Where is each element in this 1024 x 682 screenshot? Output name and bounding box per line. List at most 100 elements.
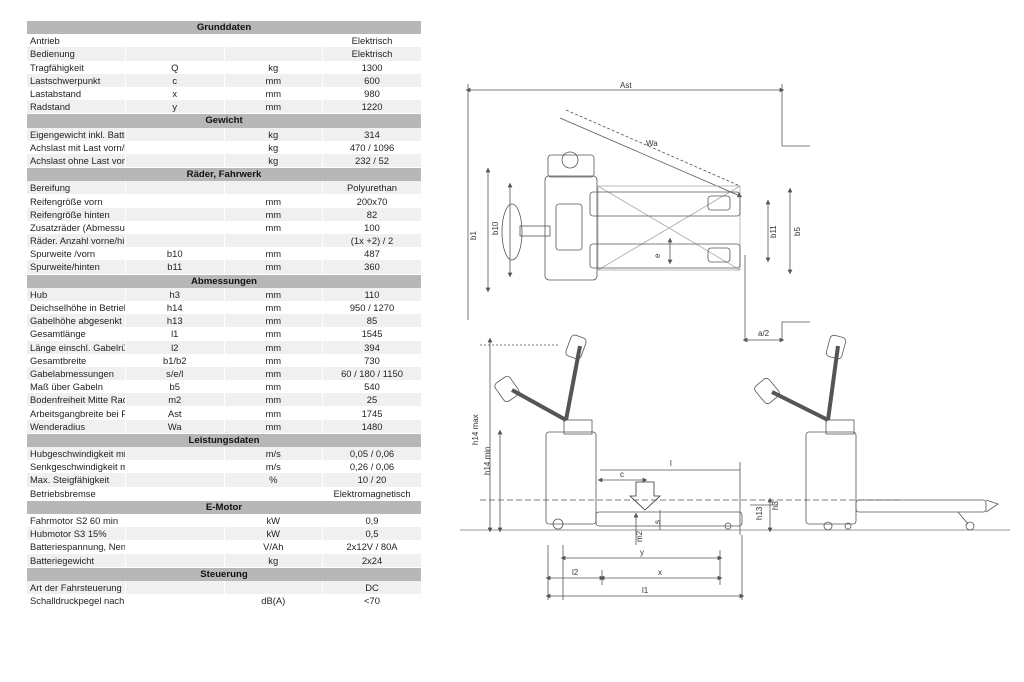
row-unit: mm — [224, 220, 323, 234]
section-title: Leistungsdaten — [27, 432, 421, 447]
row-label: Spurweite /vorn — [27, 247, 126, 261]
row-unit — [224, 34, 323, 48]
row-symbol — [125, 220, 225, 234]
row-value: 1545 — [322, 327, 421, 341]
row-label: Radstand — [27, 100, 126, 114]
row-symbol: b11 — [125, 260, 225, 275]
row-symbol — [125, 47, 225, 61]
row-symbol: s/e/l — [125, 366, 225, 381]
row-symbol — [125, 594, 225, 608]
row-label: Bereifung — [27, 181, 126, 195]
row-value: 200x70 — [322, 194, 421, 208]
label-s: s — [653, 520, 662, 524]
row-symbol: h13 — [125, 314, 225, 328]
row-label: Räder. Anzahl vorne/hinten (x=angetriebe… — [27, 234, 126, 248]
label-y: y — [640, 548, 644, 557]
row-value: 2x12V / 80A — [322, 540, 421, 554]
label-h14min: h14 min — [483, 447, 492, 475]
row-symbol — [125, 447, 225, 461]
row-value: 1480 — [322, 419, 421, 434]
row-label: Hubgeschwindigkeit mit/ohne Last — [27, 447, 126, 461]
row-unit: dB(A) — [224, 594, 323, 608]
label-l2: l2 — [572, 568, 579, 577]
row-label: Länge einschl. Gabelrücken — [27, 340, 126, 354]
row-symbol: h3 — [125, 287, 225, 301]
row-symbol: Wa — [125, 419, 225, 434]
section-header: Steuerung — [27, 566, 421, 581]
row-symbol — [125, 127, 225, 141]
row-value: 82 — [322, 207, 421, 221]
row-value: 60 / 180 / 1150 — [322, 366, 421, 381]
row-value: 360 — [322, 260, 421, 275]
row-unit: mm — [224, 327, 323, 341]
section-title: E-Motor — [27, 499, 421, 514]
row-symbol — [125, 153, 225, 168]
row-symbol: c — [125, 73, 225, 87]
table-row: Bodenfreiheit Mitte Radstandm2mm25 — [27, 393, 421, 407]
row-value: Elektrisch — [322, 34, 421, 48]
label-l1: l1 — [642, 586, 649, 595]
row-value: 950 / 1270 — [322, 300, 421, 315]
row-symbol — [125, 181, 225, 195]
table-row: Batteriespannung, Nennkapazität K5V/Ah2x… — [27, 540, 421, 554]
row-symbol — [125, 34, 225, 48]
row-value: 110 — [322, 287, 421, 301]
row-symbol: b1/b2 — [125, 353, 225, 367]
row-value: 10 / 20 — [322, 473, 421, 487]
row-unit: kg — [224, 127, 323, 141]
label-wa: Wa — [646, 139, 658, 148]
top-view — [465, 84, 810, 343]
table-row: Hubgeschwindigkeit mit/ohne Lastm/s0,05 … — [27, 447, 421, 461]
row-label: Bodenfreiheit Mitte Radstand — [27, 393, 126, 407]
row-unit — [224, 47, 323, 61]
row-value: 0,05 / 0,06 — [322, 447, 421, 461]
row-unit — [224, 234, 323, 248]
label-h3: h3 — [771, 501, 780, 510]
row-label: Wenderadius — [27, 419, 126, 434]
row-label: Batteriegewicht — [27, 553, 126, 568]
row-unit: mm — [224, 380, 323, 394]
row-value: 1220 — [322, 100, 421, 114]
row-label: Arbeitsgangbreite bei Palette 800x1200 l… — [27, 406, 126, 420]
row-unit: mm — [224, 73, 323, 87]
row-label: Lastschwerpunkt — [27, 73, 126, 87]
label-x: x — [658, 568, 662, 577]
row-unit: mm — [224, 419, 323, 434]
section-header: Abmessungen — [27, 273, 421, 288]
table-row: Max. Steigfähigkeit%10 / 20 — [27, 473, 421, 487]
row-unit: mm — [224, 287, 323, 301]
row-label: Schalldruckpegel nach EN 12 053, Fahrero… — [27, 594, 126, 608]
label-b10: b10 — [491, 221, 500, 235]
row-value: 100 — [322, 220, 421, 234]
row-label: Lastabstand — [27, 86, 126, 101]
row-unit: kW — [224, 527, 323, 541]
row-symbol — [125, 460, 225, 474]
label-e: e — [653, 253, 662, 258]
row-value: 470 / 1096 — [322, 140, 421, 154]
row-value: <70 — [322, 594, 421, 608]
row-label: Achslast mit Last vorn/hinten — [27, 140, 126, 154]
table-row: Schalldruckpegel nach EN 12 053, Fahrero… — [27, 594, 421, 608]
row-unit: mm — [224, 353, 323, 367]
row-symbol: b10 — [125, 247, 225, 261]
row-unit: kg — [224, 553, 323, 568]
row-value: 540 — [322, 380, 421, 394]
section-title: Abmessungen — [27, 273, 421, 288]
row-label: Reifengröße hinten — [27, 207, 126, 221]
label-a2: a/2 — [758, 329, 770, 338]
row-value: 314 — [322, 127, 421, 141]
row-symbol: b5 — [125, 380, 225, 394]
